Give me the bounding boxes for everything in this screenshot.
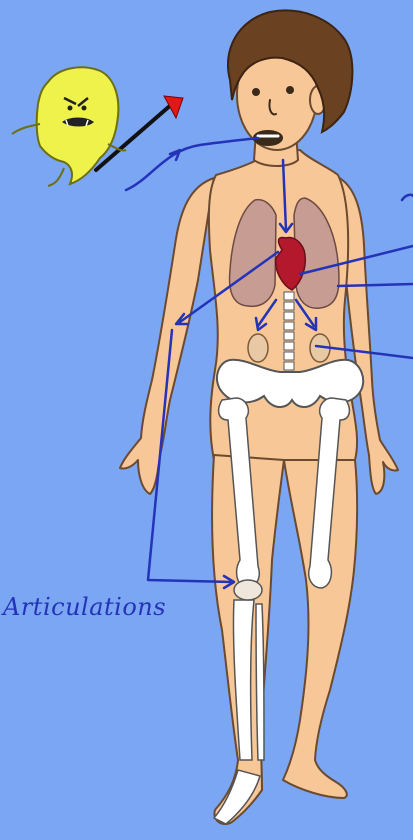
left-eye — [253, 89, 259, 95]
left-arm — [120, 178, 214, 494]
right-eye — [287, 87, 293, 93]
articulations-label: Articulations — [3, 593, 166, 621]
spine — [284, 292, 294, 380]
